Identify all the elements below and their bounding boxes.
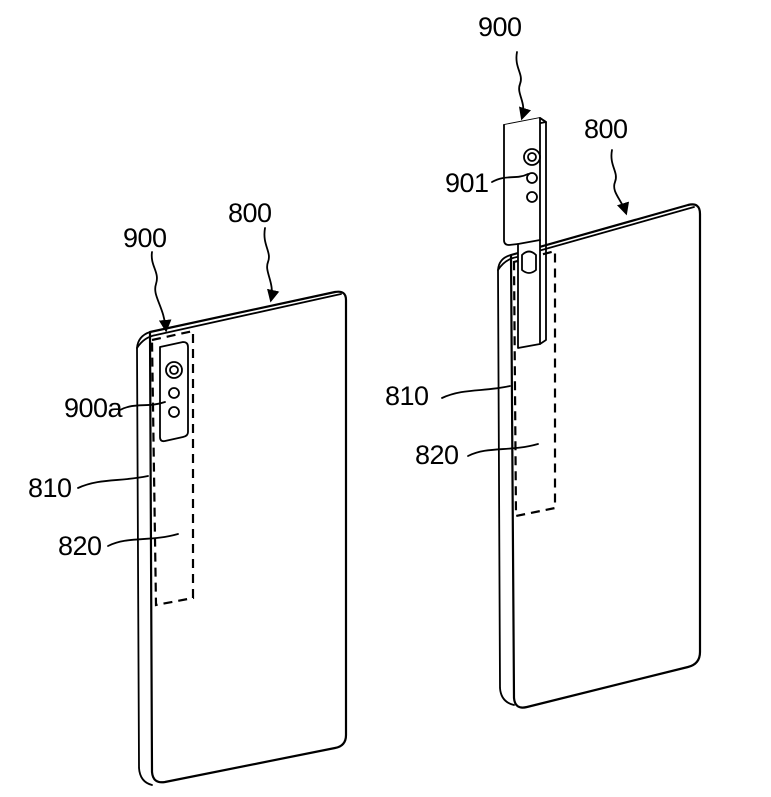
reference-labels: 800 900 900a 810 820 900 800 901 810 820 [28,12,628,561]
right-leaders [441,51,630,457]
label-left-module-window: 900a [64,393,124,423]
sensor-icon [168,387,180,399]
label-left-device: 800 [228,198,272,228]
label-left-slot: 820 [58,531,102,561]
camera-lens-icon [523,148,541,166]
label-right-module-part: 901 [445,168,489,198]
label-right-housing: 810 [385,381,429,411]
left-camera-module [159,341,189,443]
label-left-module: 900 [123,223,167,253]
left-slot-dashed [150,329,195,607]
label-right-slot: 820 [415,440,459,470]
right-camera-module-extended [503,117,547,349]
left-device [136,290,348,786]
left-leaders [77,227,280,547]
right-slot-dashed [512,249,557,518]
flash-icon [526,191,538,203]
sensor-icon [526,172,538,184]
flash-icon [168,406,180,418]
camera-lens-icon [165,361,183,379]
right-device [497,203,702,709]
label-right-device: 800 [584,114,628,144]
label-left-housing: 810 [28,473,72,503]
label-right-module: 900 [478,12,522,42]
